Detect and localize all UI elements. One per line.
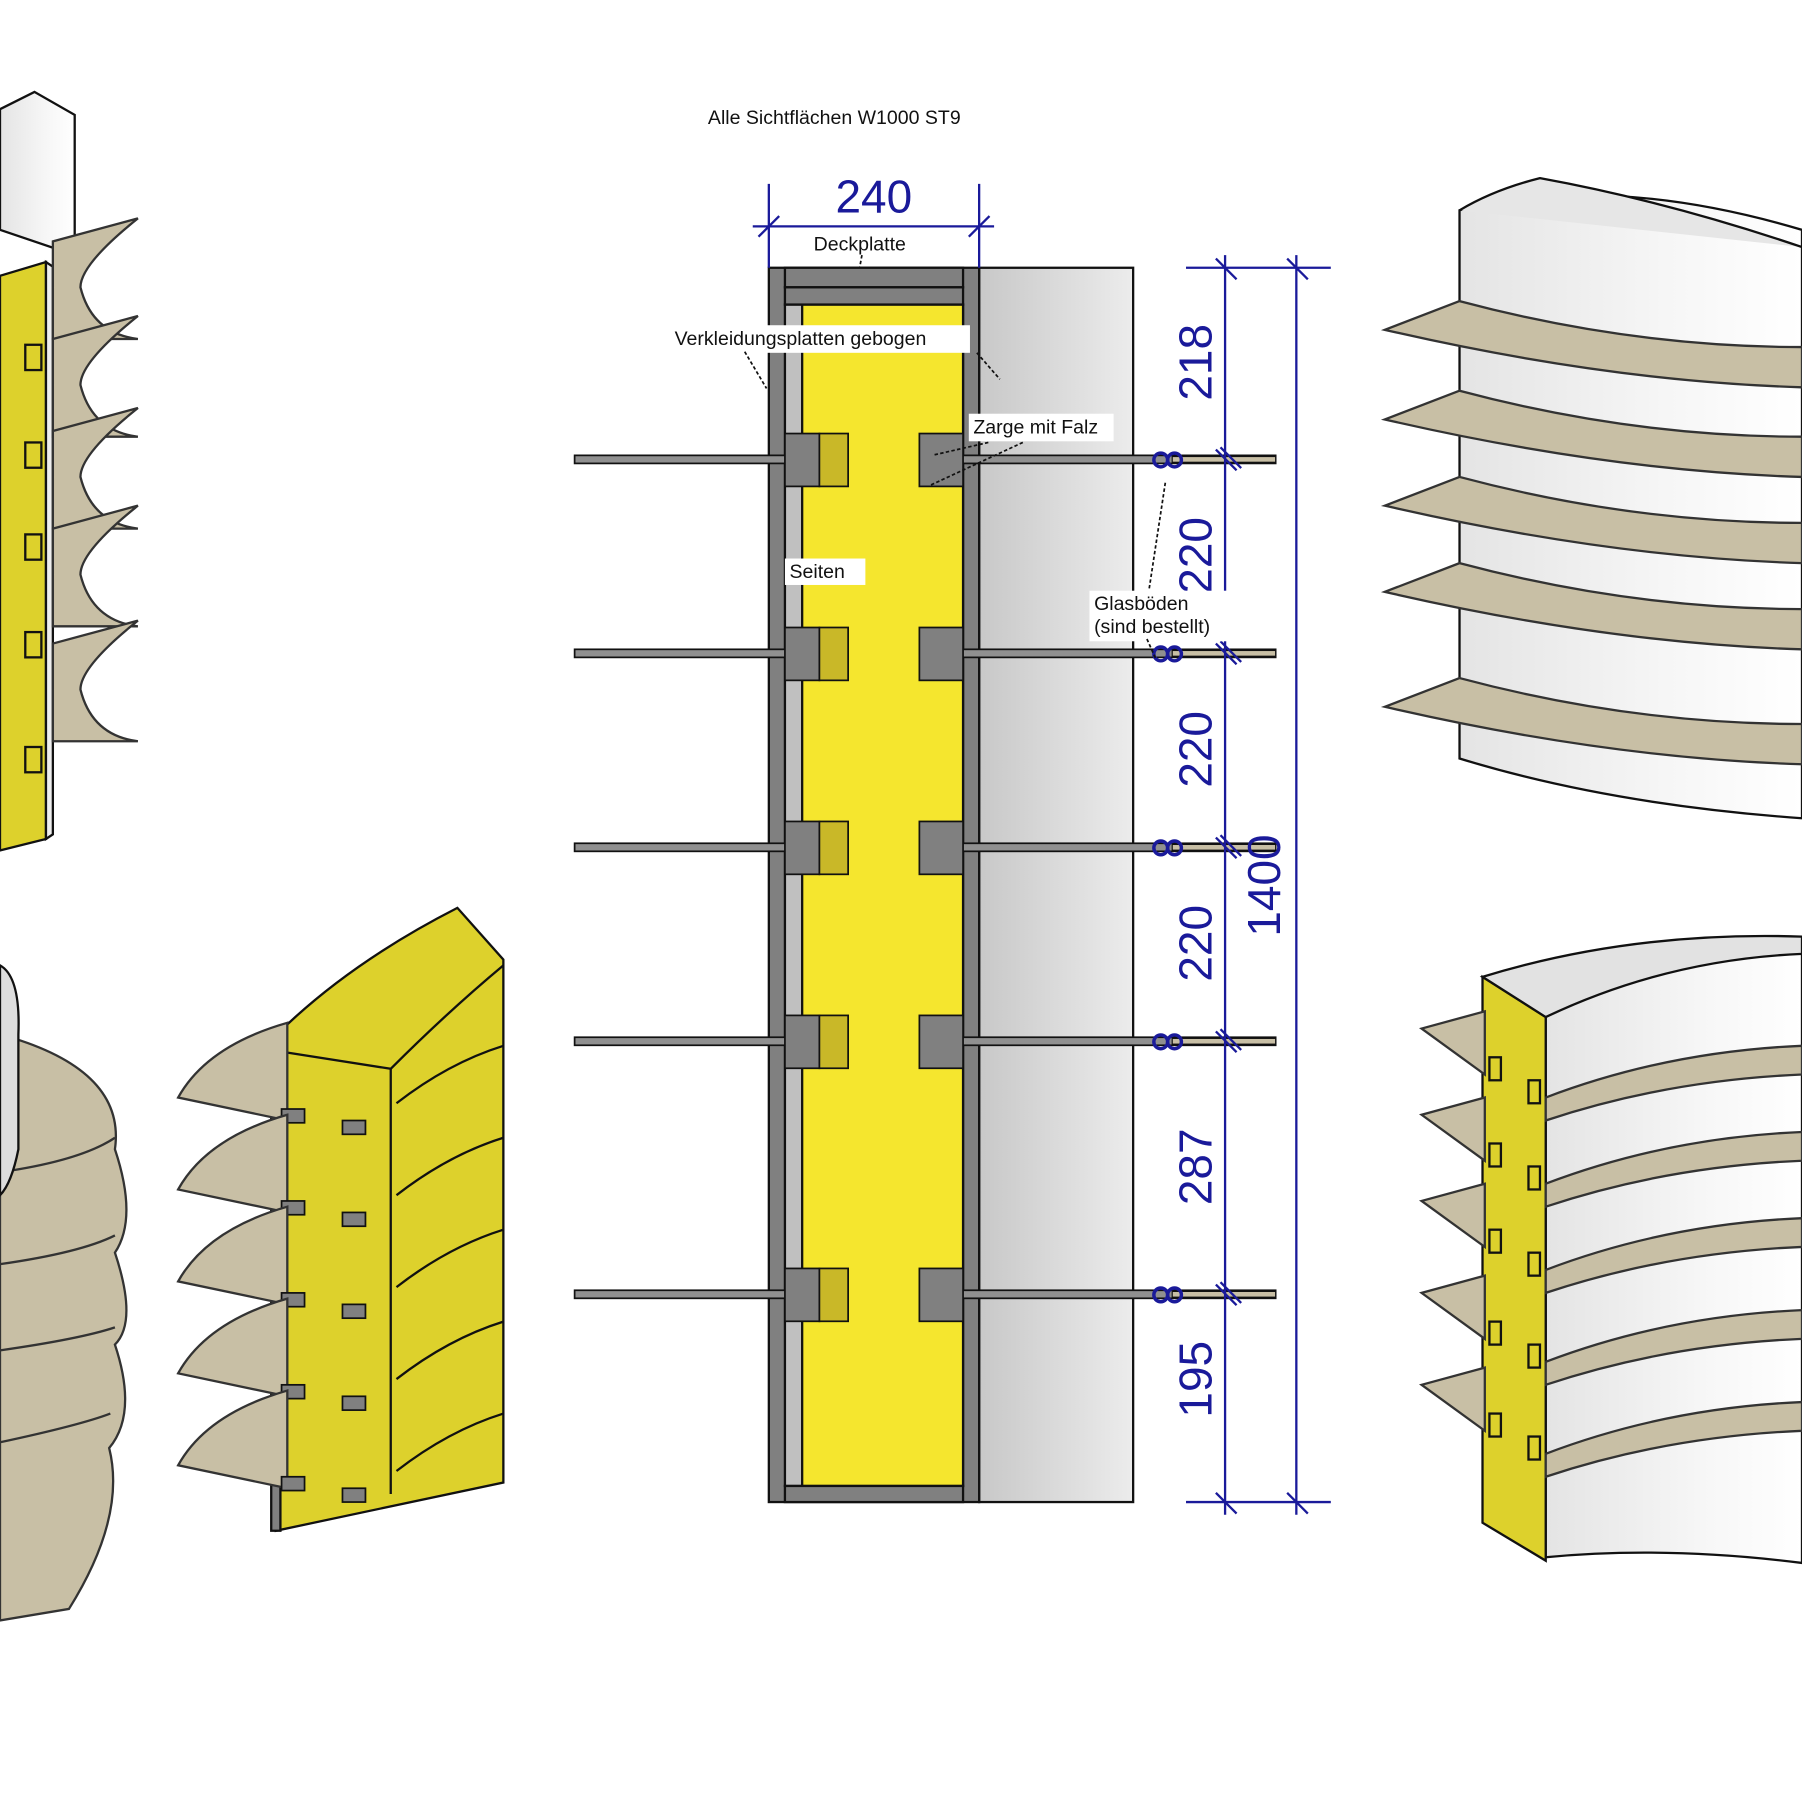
glass-shelf — [573, 1267, 1277, 1323]
curved-shelf — [176, 1021, 289, 1122]
curved-shelf — [1380, 299, 1802, 389]
label-glass-shelves: Glasböden (sind bestellt) — [1089, 482, 1230, 661]
iso-view-right-top — [1380, 176, 1802, 820]
dimension-width: 240 — [752, 171, 995, 268]
curved-shelf — [1380, 676, 1802, 766]
glass-shelf — [573, 1014, 1277, 1070]
curved-shelf — [1380, 561, 1802, 651]
glass-shelf — [573, 432, 1277, 488]
wavy-shelf — [51, 619, 139, 743]
label-sides: Seiten — [784, 558, 866, 585]
dimension-segment-label: 220 — [1169, 711, 1221, 788]
dimension-segment-label: 220 — [1169, 517, 1221, 594]
curved-shelf-right — [1544, 1400, 1802, 1479]
curved-shelf-right — [1544, 1130, 1802, 1209]
glass-shelf — [573, 820, 1277, 876]
dimension-segment-label: 218 — [1169, 324, 1221, 401]
drawing-title: Alle Sichtflächen W1000 ST9 — [708, 107, 961, 129]
curved-shelf — [176, 1113, 289, 1214]
svg-text:Glasböden: Glasböden — [1094, 593, 1188, 615]
curved-shelf — [176, 1297, 289, 1398]
svg-text:Verkleidungsplatten gebogen: Verkleidungsplatten gebogen — [675, 328, 927, 350]
wavy-shelf — [51, 217, 139, 341]
svg-text:Zarge mit Falz: Zarge mit Falz — [973, 416, 1098, 438]
curved-shelf — [1380, 389, 1802, 479]
wavy-shelf — [51, 406, 139, 530]
curved-shelf-right — [1544, 1044, 1802, 1123]
curved-shelf — [1380, 475, 1802, 565]
curved-shelf-left — [1418, 1182, 1486, 1250]
wavy-shelf — [51, 314, 139, 438]
iso-view-round-stack — [0, 964, 128, 1622]
svg-text:Deckplatte: Deckplatte — [814, 234, 906, 256]
dimension-segment-label: 195 — [1169, 1341, 1221, 1418]
curved-shelf-left — [1418, 1274, 1486, 1342]
top-plate — [783, 266, 965, 289]
curved-shelf — [176, 1389, 289, 1490]
dimension-segment-label: 220 — [1169, 905, 1221, 982]
curved-shelf-left — [1418, 1009, 1486, 1077]
svg-text:Seiten: Seiten — [790, 561, 845, 583]
dimension-segment-label: 287 — [1169, 1128, 1221, 1205]
curved-shelf-left — [1418, 1096, 1486, 1163]
label-frame: Zarge mit Falz — [930, 413, 1114, 486]
dimension-total-label: 1400 — [1238, 834, 1290, 936]
label-top-plate: Deckplatte — [809, 230, 920, 268]
iso-view-open-carcass — [176, 906, 505, 1533]
curved-shelf — [176, 1205, 289, 1306]
curved-shelf-right — [1544, 1308, 1802, 1387]
bottom-plate — [783, 1484, 965, 1504]
iso-view-left-top — [0, 90, 139, 852]
iso-view-right-bottom — [1418, 934, 1802, 1565]
svg-text:(sind bestellt): (sind bestellt) — [1094, 616, 1210, 638]
label-cladding: Verkleidungsplatten gebogen — [671, 325, 1001, 389]
glass-shelf — [573, 626, 1277, 682]
curved-shelf-right — [1544, 1217, 1802, 1295]
curved-shelf-left — [1418, 1366, 1486, 1434]
section-view — [573, 266, 1277, 1504]
dimension-width-label: 240 — [835, 171, 912, 223]
dimension-chain: 1400 218 220 220 220 287 195 — [1169, 255, 1331, 1515]
